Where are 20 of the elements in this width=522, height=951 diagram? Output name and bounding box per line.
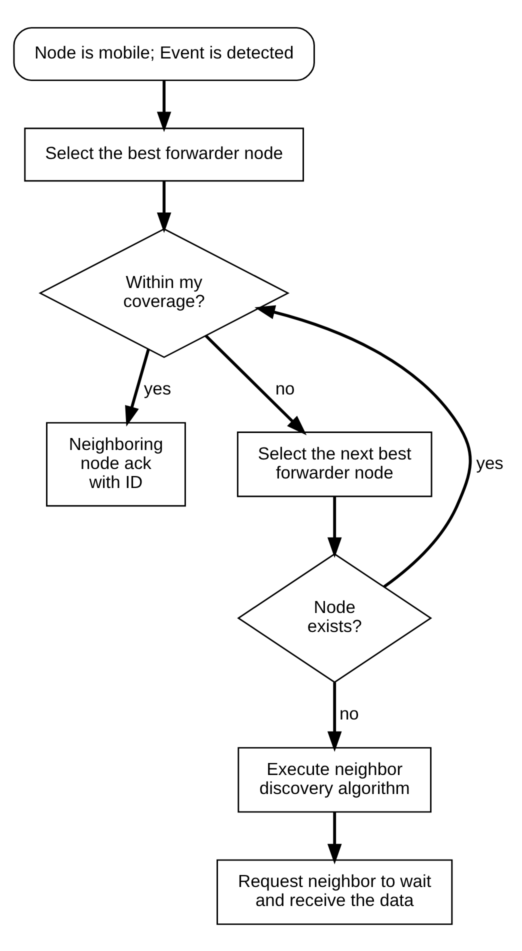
arrow xyxy=(254,304,472,588)
edge-label: yes xyxy=(144,378,172,398)
node-diamond: Within my coverage? xyxy=(38,228,290,358)
node-box: Request neighbor to wait and receive the data xyxy=(216,858,453,924)
arrow xyxy=(327,812,342,864)
edge-label: no xyxy=(275,378,295,398)
node-box: Neighboring node ack with ID xyxy=(46,422,186,506)
arrow xyxy=(156,180,172,232)
node-box: Node is mobile; Event is detected xyxy=(13,26,315,81)
edge-label: no xyxy=(339,703,359,724)
node-box: Execute neighbor discovery algorithm xyxy=(238,746,432,812)
node-box: Select the next best forwarder node xyxy=(236,431,432,497)
arrow xyxy=(125,348,150,426)
arrow xyxy=(327,496,342,558)
edge-label: yes xyxy=(476,452,504,472)
node-diamond: Node exists? xyxy=(237,552,432,683)
arrow xyxy=(156,80,172,132)
arrow xyxy=(327,682,342,752)
arrow xyxy=(204,334,307,435)
node-box: Select the best forwarder node xyxy=(24,127,304,182)
